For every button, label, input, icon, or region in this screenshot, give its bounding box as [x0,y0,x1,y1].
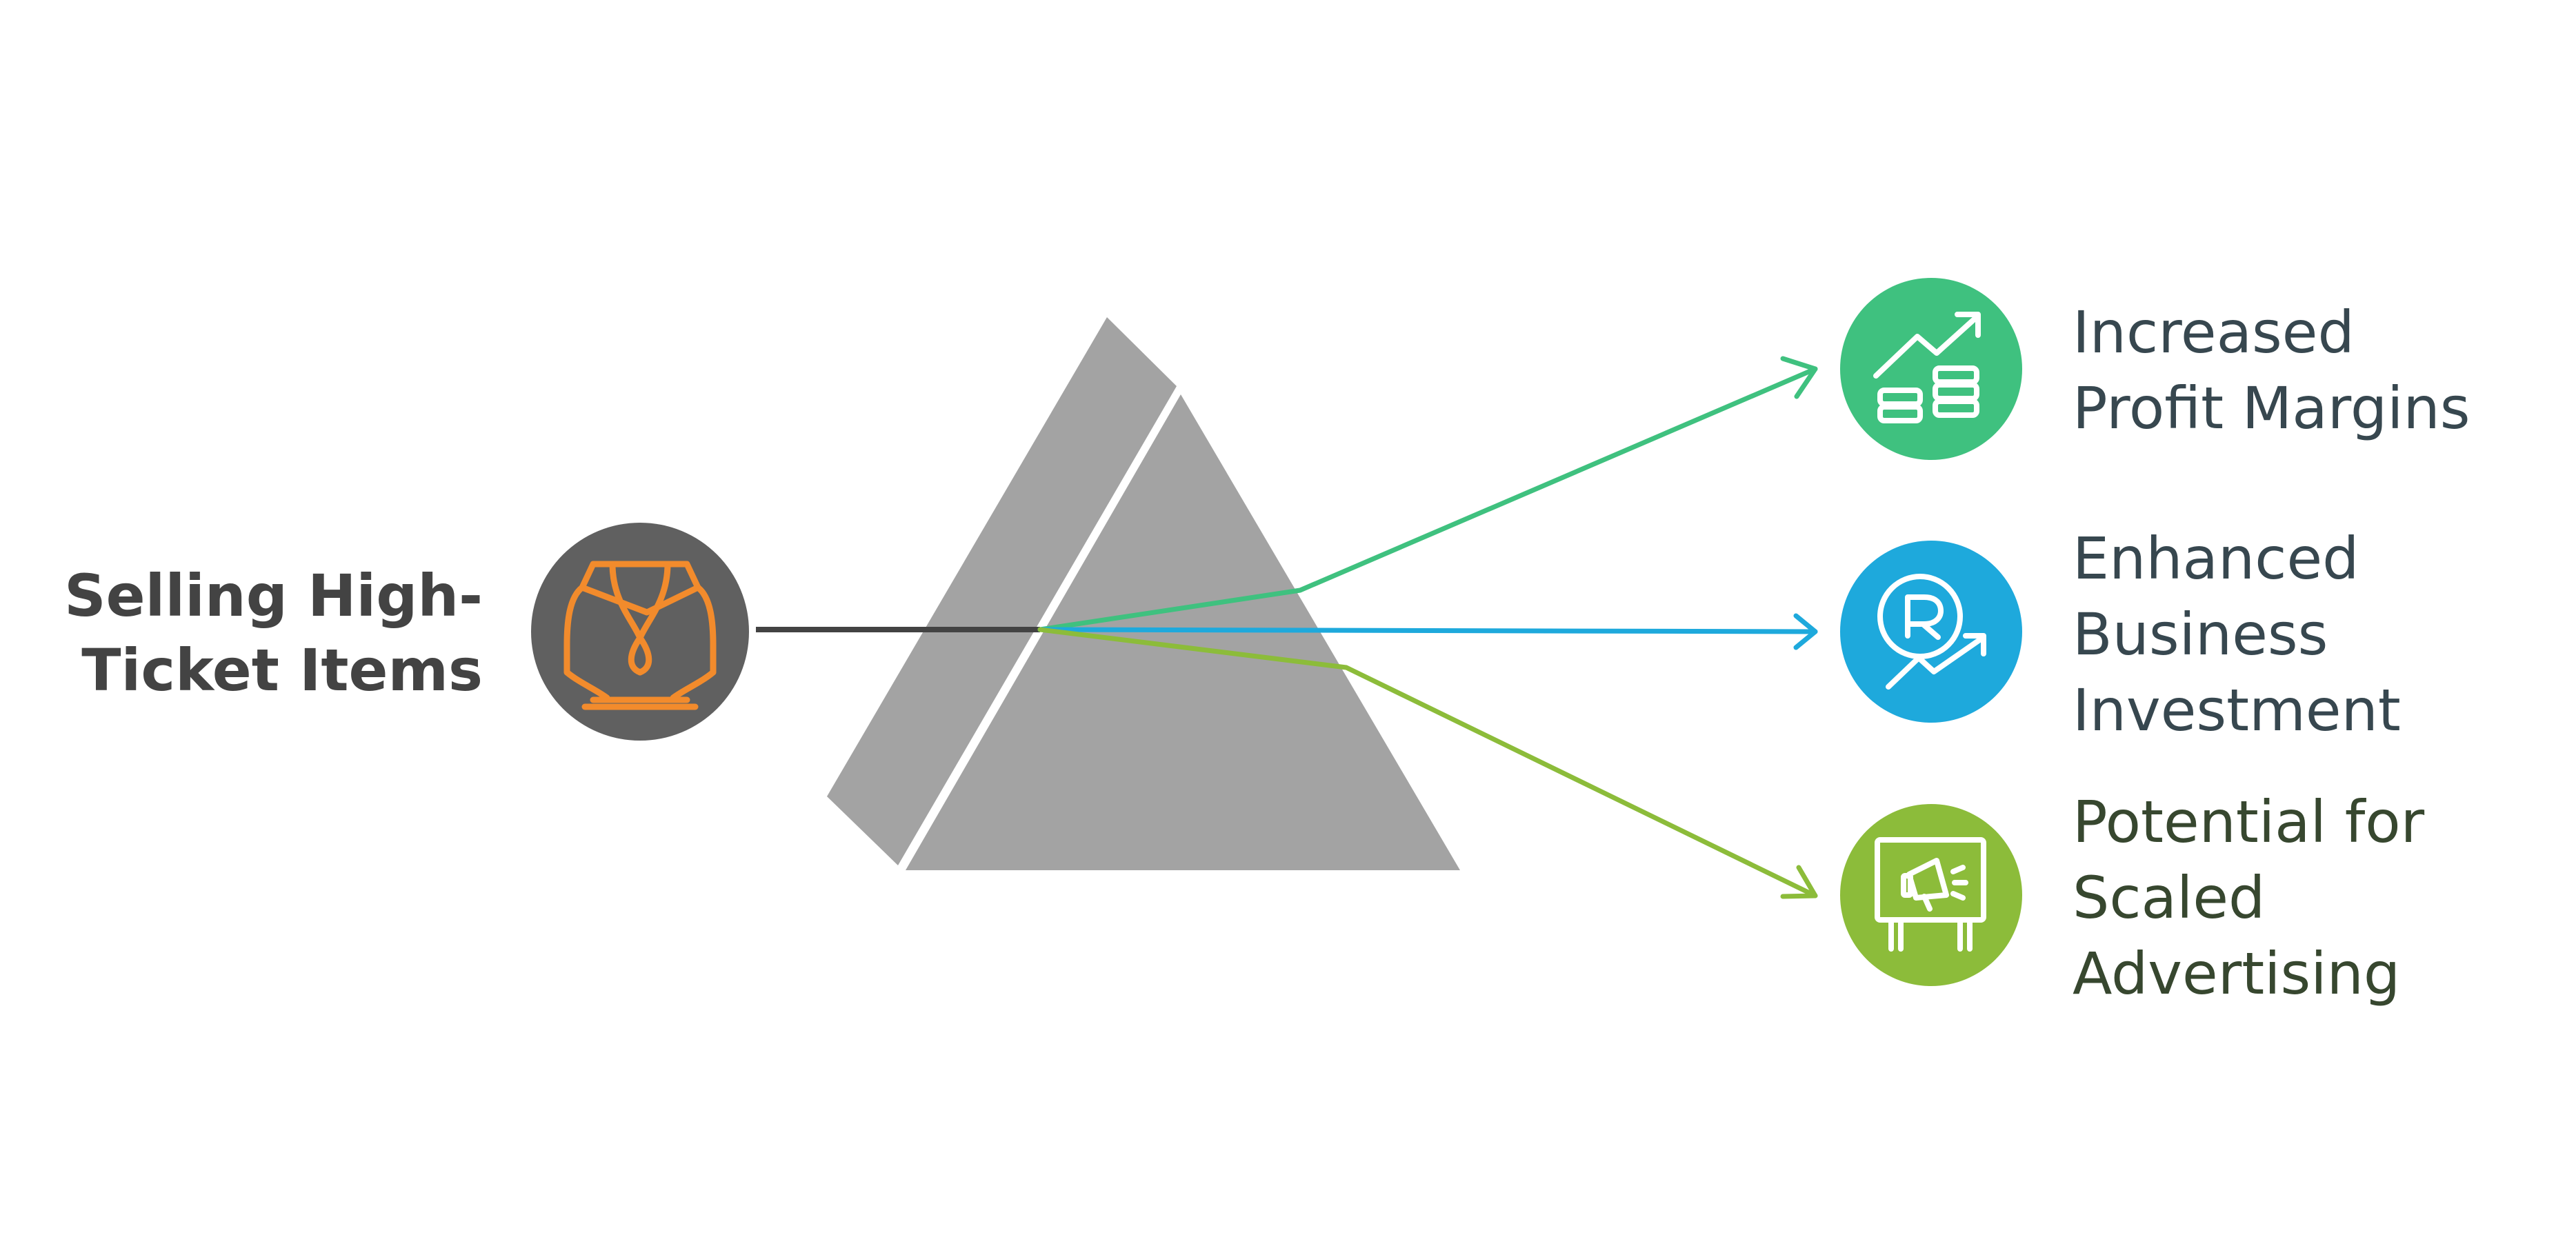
arrowhead-scaled-advertising [1780,865,1818,899]
beam-scaled-advertising [1037,627,1818,898]
arrowhead-profit-margins [1780,356,1818,399]
billboard-megaphone-icon [1875,837,1986,952]
prism-face-back [827,317,1177,865]
outcome-label-line3: Investment [2073,676,2401,744]
prism [827,317,1460,870]
outcome-label-line3: Advertising [2073,940,2401,1007]
outcome-label-line1: Enhanced [2073,525,2359,592]
input-label-line2: Ticket Items [81,636,483,704]
outcome-label-line1: Potential for [2073,788,2425,856]
input-label-line1: Selling High- [64,562,483,630]
outcome-node-scaled-advertising [1840,804,2022,986]
outcome-node-profit-margins [1840,278,2022,460]
arrowhead-business-investment [1793,613,1818,650]
outcome-label-line2: Profit Margins [2073,374,2470,442]
refracted-beams [1037,356,1818,899]
jewelry-necklace-icon [563,561,717,710]
outcome-label-business-investment: Enhanced Business Investment [2073,521,2569,748]
rising-chart-coins-icon [1873,312,1981,423]
currency-growth-icon [1877,574,1986,690]
outcome-label-scaled-advertising: Potential for Scaled Advertising [2073,784,2569,1012]
input-node [531,523,749,741]
beam-business-investment [1037,627,1818,634]
beam-profit-margins [1037,366,1818,632]
outcome-label-line2: Scaled [2073,864,2266,932]
outcome-label-profit-margins: Increased Profit Margins [2073,294,2569,446]
outcome-label-line2: Business [2073,601,2328,668]
outcome-circle-profit-margins [1840,278,2022,460]
input-label: Selling High- Ticket Items [28,559,483,707]
outcome-node-business-investment [1840,541,2022,723]
outcome-label-line1: Increased [2073,299,2355,366]
